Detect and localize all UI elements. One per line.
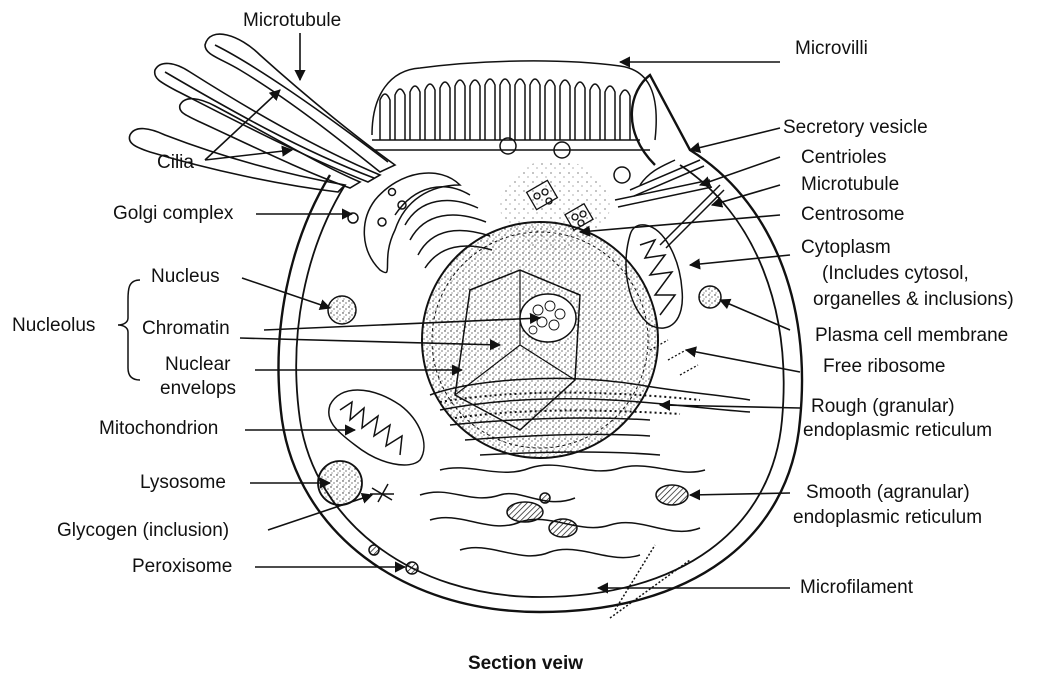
label-smooth-er-1: Smooth (agranular) — [806, 482, 970, 504]
label-peroxisome: Peroxisome — [132, 556, 232, 578]
label-microvilli: Microvilli — [795, 38, 868, 60]
label-rough-er-2: endoplasmic reticulum — [803, 420, 992, 442]
label-centrosome: Centrosome — [801, 204, 905, 226]
centrosome-graphic — [500, 138, 610, 250]
label-plasma-cell-membrane: Plasma cell membrane — [815, 325, 1008, 347]
vesicle-right — [699, 286, 721, 308]
microfilament-graphic — [610, 545, 690, 618]
label-microtubule-right: Microtubule — [801, 174, 899, 196]
label-cilia: Cilia — [157, 152, 194, 174]
label-microtubule-top: Microtubule — [243, 10, 341, 32]
glycogen-graphic — [370, 484, 394, 502]
label-cytoplasm-note-1: (Includes cytosol, — [822, 263, 969, 285]
diagram-caption: Section veiw — [0, 653, 1051, 675]
label-secretory-vesicle: Secretory vesicle — [783, 117, 928, 139]
label-nuclear-envelops-2: envelops — [160, 378, 236, 400]
smooth-er — [369, 465, 705, 574]
label-free-ribosome: Free ribosome — [823, 356, 946, 378]
label-golgi-complex: Golgi complex — [113, 203, 233, 225]
label-glycogen: Glycogen (inclusion) — [57, 520, 229, 542]
label-nucleus: Nucleus — [151, 266, 220, 288]
vesicle-left — [328, 296, 356, 324]
label-rough-er-1: Rough (granular) — [811, 396, 955, 418]
label-lysosome: Lysosome — [140, 472, 226, 494]
label-cytoplasm: Cytoplasm — [801, 237, 891, 259]
label-nuclear-envelops-1: Nuclear — [165, 354, 230, 376]
label-nucleolus: Nucleolus — [12, 315, 95, 337]
label-centrioles: Centrioles — [801, 147, 887, 169]
nucleus-graphic — [422, 222, 658, 458]
label-chromatin: Chromatin — [142, 318, 230, 340]
label-microfilament: Microfilament — [800, 577, 913, 599]
label-smooth-er-2: endoplasmic reticulum — [793, 507, 982, 529]
label-mitochondrion: Mitochondrion — [99, 418, 218, 440]
label-cytoplasm-note-2: organelles & inclusions) — [813, 289, 1014, 311]
nucleolus-brace — [118, 280, 140, 380]
microvilli — [372, 61, 656, 150]
mitochondrion-left — [329, 390, 424, 465]
